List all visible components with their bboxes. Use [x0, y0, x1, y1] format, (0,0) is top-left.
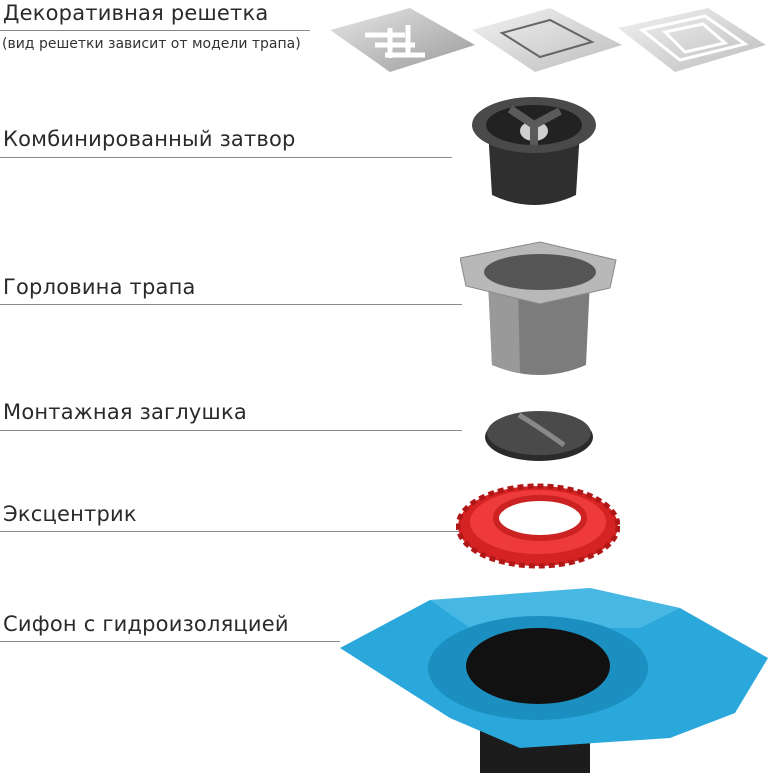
label-plug: Монтажная заглушка — [3, 400, 247, 424]
eccentric-image — [456, 483, 620, 569]
label-grate: Декоративная решетка — [3, 1, 269, 25]
divider — [0, 430, 462, 431]
siphon-image — [340, 588, 768, 773]
shutter-image — [472, 97, 596, 205]
neck-image — [460, 241, 617, 375]
divider — [0, 30, 310, 31]
grate-images — [330, 8, 766, 72]
label-grate-note: (вид решетки зависит от модели трапа) — [2, 36, 301, 52]
grate-pattern — [330, 8, 475, 72]
plug-image — [485, 411, 593, 461]
grate-lines — [618, 8, 766, 72]
label-eccentric: Эксцентрик — [3, 502, 137, 526]
label-neck: Горловина трапа — [3, 275, 196, 299]
label-siphon: Сифон с гидроизоляцией — [3, 612, 289, 636]
grate-square — [472, 8, 622, 72]
divider — [0, 304, 462, 305]
divider — [0, 641, 340, 642]
label-shutter: Комбинированный затвор — [3, 127, 296, 151]
divider — [0, 531, 462, 532]
divider — [0, 157, 452, 158]
